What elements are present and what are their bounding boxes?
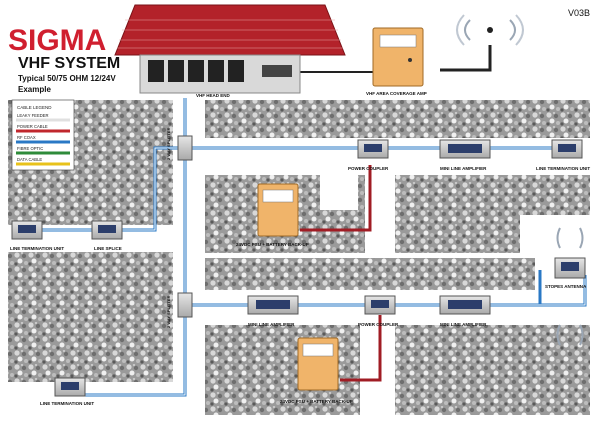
line-term-bottom: LINE TERMINATION UNIT: [40, 377, 94, 406]
splitter-bottom: 2 WAY SPLITTER: [166, 292, 193, 328]
line-splice: LINE SPLICE: [91, 220, 123, 251]
vhf-area-coverage-amp: VHF AREA COVERAGE AMP: [366, 27, 427, 96]
mini-amp-bottom-left-label: MINI LINE AMPLIFIER: [248, 322, 295, 327]
power-cable-top: [300, 165, 372, 232]
line-term-top-right: LINE TERMINATION UNIT: [536, 139, 590, 171]
legend-title: CABLE LEGEND: [17, 105, 52, 110]
head-end-module-4: [208, 60, 224, 82]
rock-area-top-strip: [205, 100, 590, 138]
antenna-body: [477, 25, 503, 45]
line-term-bottom-label: LINE TERMINATION UNIT: [40, 401, 94, 406]
power-coupler-bottom: POWER COUPLER: [358, 295, 399, 327]
rock-gap-right: [520, 215, 590, 255]
splitter-top: 2 WAY SPLITTER: [166, 127, 193, 161]
head-end-module-5: [228, 60, 244, 82]
mini-amp-bottom-right-label: MINI LINE AMPLIFIER: [440, 322, 487, 327]
mini-amp-top-label: MINI LINE AMPLIFIER: [440, 166, 487, 171]
legend-item-label: RF COAX: [17, 135, 36, 140]
mini-amp-top: MINI LINE AMPLIFIER: [439, 139, 491, 171]
rock-gap: [320, 175, 358, 210]
power-cable-bottom: [340, 315, 382, 382]
legend-rows: LEAKY FEEDER POWER CABLE RF COAX FIBRE OPTI…: [16, 113, 70, 166]
power-coupler-top: POWER COUPLER: [348, 139, 389, 171]
mini-amp-bottom-right: MINI LINE AMPLIFIER: [439, 295, 491, 327]
header: SIGMA VHF SYSTEM Typical 50/75 OHM 12/24…: [8, 8, 590, 94]
psu-top-label: 24VDC PSU + BATTERY BACK-UP: [236, 242, 309, 247]
power-coupler-bottom-label: POWER COUPLER: [358, 322, 399, 327]
rock-area-bottom-right: [395, 325, 590, 415]
head-end-module-1: [148, 60, 164, 82]
legend-item-label: FIBRE OPTIC: [17, 146, 43, 151]
system-title: VHF SYSTEM: [18, 55, 120, 72]
rock-area-bottom-left: [8, 252, 173, 382]
power-cables: [300, 165, 382, 382]
area-antenna: [456, 14, 524, 46]
stopes-antenna: STOPES ANTENNA: [545, 227, 587, 346]
subtitle: Typical 50/75 OHM 12/24V: [18, 74, 116, 83]
head-end-label: VHF HEAD END: [196, 93, 231, 98]
splitter-top-label: 2 WAY SPLITTER: [166, 127, 171, 160]
legend-item-label: LEAKY FEEDER: [17, 113, 49, 118]
psu-bottom-label: 24VDC PSU + BATTERY BACK-UP: [280, 399, 353, 404]
legend-item-label: POWER CABLE: [17, 124, 48, 129]
legend-item-label: DATA CABLE: [17, 157, 42, 162]
splitter-bottom-label: 2 WAY SPLITTER: [166, 295, 171, 328]
vhf-head-end: VHF HEAD END: [114, 4, 346, 98]
line-term-left-label: LINE TERMINATION UNIT: [10, 246, 64, 251]
line-splice-label: LINE SPLICE: [94, 246, 122, 251]
example-label: Example: [18, 85, 51, 94]
line-term-left: LINE TERMINATION UNIT: [10, 220, 64, 251]
psu-bottom: 24VDC PSU + BATTERY BACK-UP: [280, 337, 353, 404]
line-term-top-right-label: LINE TERMINATION UNIT: [536, 166, 590, 171]
cable-legend: CABLE LEGEND LEAKY FEEDER POWER CABLE RF C…: [11, 99, 75, 171]
head-end-panel: [262, 65, 292, 77]
psu-top: 24VDC PSU + BATTERY BACK-UP: [236, 183, 309, 247]
antenna-element: [487, 27, 493, 33]
version-label: V03B: [568, 8, 590, 18]
stopes-antenna-label: STOPES ANTENNA: [545, 284, 587, 289]
rock-area-bottom-strip: [205, 258, 535, 290]
area-amp-label: VHF AREA COVERAGE AMP: [366, 91, 427, 96]
head-end-module-2: [168, 60, 184, 82]
power-coupler-top-label: POWER COUPLER: [348, 166, 389, 171]
brand-logo: SIGMA: [8, 24, 106, 57]
head-end-module-3: [188, 60, 204, 82]
mini-amp-bottom-left: MINI LINE AMPLIFIER: [247, 295, 299, 327]
